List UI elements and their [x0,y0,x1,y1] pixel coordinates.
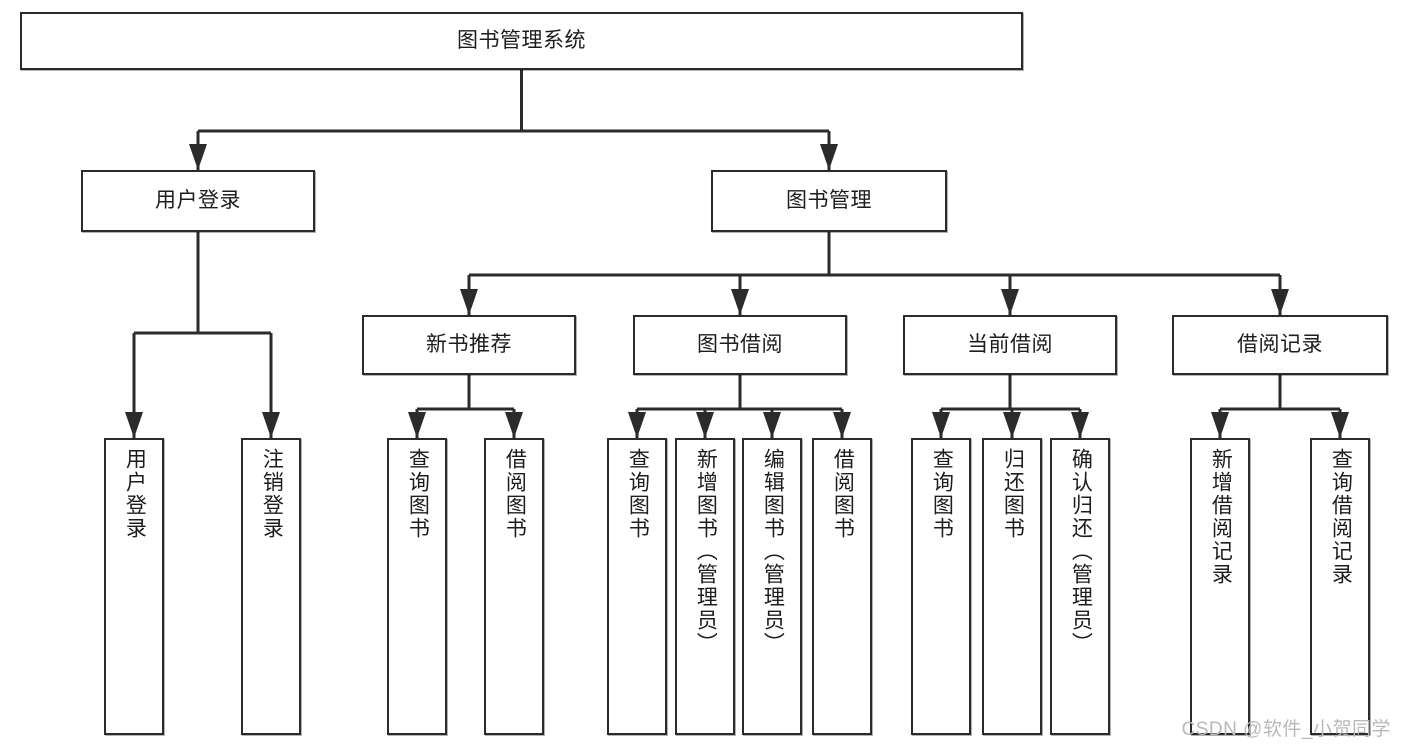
node-leaf-8[interactable]: 借阅图书 [812,438,872,735]
node-label: 查询图书 [930,448,954,540]
node-label: 借阅图书 [831,448,855,540]
node-leaf-3[interactable]: 查询图书 [387,438,447,735]
node-label: 新增借阅记录 [1209,448,1233,586]
node-leaf-6[interactable]: 新增图书（管理员） [675,438,735,735]
node-label: 归还图书 [1001,448,1025,540]
node-label: 确认归还（管理员） [1069,448,1093,655]
node-leaf-2[interactable]: 注销登录 [241,438,301,735]
node-label: 图书管理系统 [457,29,586,53]
node-label: 借阅图书 [503,448,527,540]
node-book-borrow[interactable]: 图书借阅 [633,315,847,375]
node-label: 用户登录 [123,448,147,540]
node-label: 图书借阅 [697,333,783,357]
node-root[interactable]: 图书管理系统 [20,12,1023,70]
node-label: 用户登录 [155,189,241,213]
node-leaf-9[interactable]: 查询图书 [911,438,971,735]
node-leaf-13[interactable]: 查询借阅记录 [1310,438,1370,735]
node-leaf-1[interactable]: 用户登录 [104,438,164,735]
node-leaf-4[interactable]: 借阅图书 [484,438,544,735]
node-label: 新增图书（管理员） [694,448,718,655]
node-user-login[interactable]: 用户登录 [81,170,315,232]
node-label: 编辑图书（管理员） [761,448,785,655]
node-label: 查询图书 [626,448,650,540]
node-new-book-rec[interactable]: 新书推荐 [362,315,576,375]
node-leaf-10[interactable]: 归还图书 [982,438,1042,735]
node-leaf-12[interactable]: 新增借阅记录 [1190,438,1250,735]
node-label: 图书管理 [786,189,872,213]
node-label: 注销登录 [260,448,284,540]
watermark: CSDN @软件_小贺同学 [1181,719,1391,740]
node-book-mgmt[interactable]: 图书管理 [711,170,947,232]
node-leaf-5[interactable]: 查询图书 [607,438,667,735]
node-label: 借阅记录 [1237,333,1323,357]
node-borrow-log[interactable]: 借阅记录 [1172,315,1388,375]
node-label: 当前借阅 [967,333,1053,357]
node-cur-borrow[interactable]: 当前借阅 [903,315,1117,375]
node-leaf-11[interactable]: 确认归还（管理员） [1050,438,1110,735]
node-label: 新书推荐 [426,333,512,357]
node-leaf-7[interactable]: 编辑图书（管理员） [742,438,802,735]
node-label: 查询图书 [406,448,430,540]
node-label: 查询借阅记录 [1329,448,1353,586]
